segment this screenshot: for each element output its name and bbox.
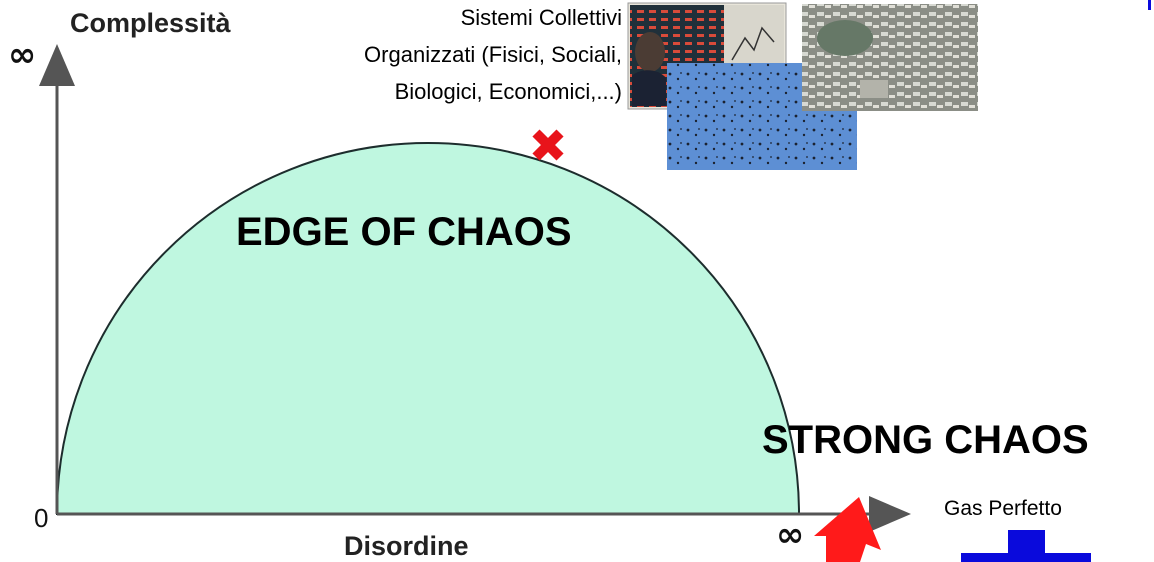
edge-of-chaos-label: EDGE OF CHAOS: [236, 210, 572, 254]
systems-caption-line-2: Organizzati (Fisici, Sociali,: [364, 42, 622, 67]
systems-caption-line-1: Sistemi Collettivi: [461, 5, 622, 30]
gas-block-icon: [961, 530, 1091, 562]
y-axis-title: Complessità: [70, 8, 232, 38]
y-axis-infinity-label: ∞: [8, 35, 36, 75]
gas-perfetto-label: Gas Perfetto: [944, 497, 1062, 520]
x-axis-infinity-label: ∞: [776, 515, 804, 555]
red-arrow-icon: [814, 497, 881, 562]
edge-of-chaos-region: [55, 142, 801, 515]
systems-caption-line-3: Biologici, Economici,...): [395, 79, 622, 104]
strong-chaos-label: STRONG CHAOS: [762, 418, 1089, 462]
traffic-photo: [802, 4, 978, 111]
origin-label: 0: [34, 503, 48, 533]
edge-marker-icon: [532, 129, 564, 161]
x-axis-title: Disordine: [344, 531, 469, 561]
corner-mark: [1148, 0, 1151, 10]
